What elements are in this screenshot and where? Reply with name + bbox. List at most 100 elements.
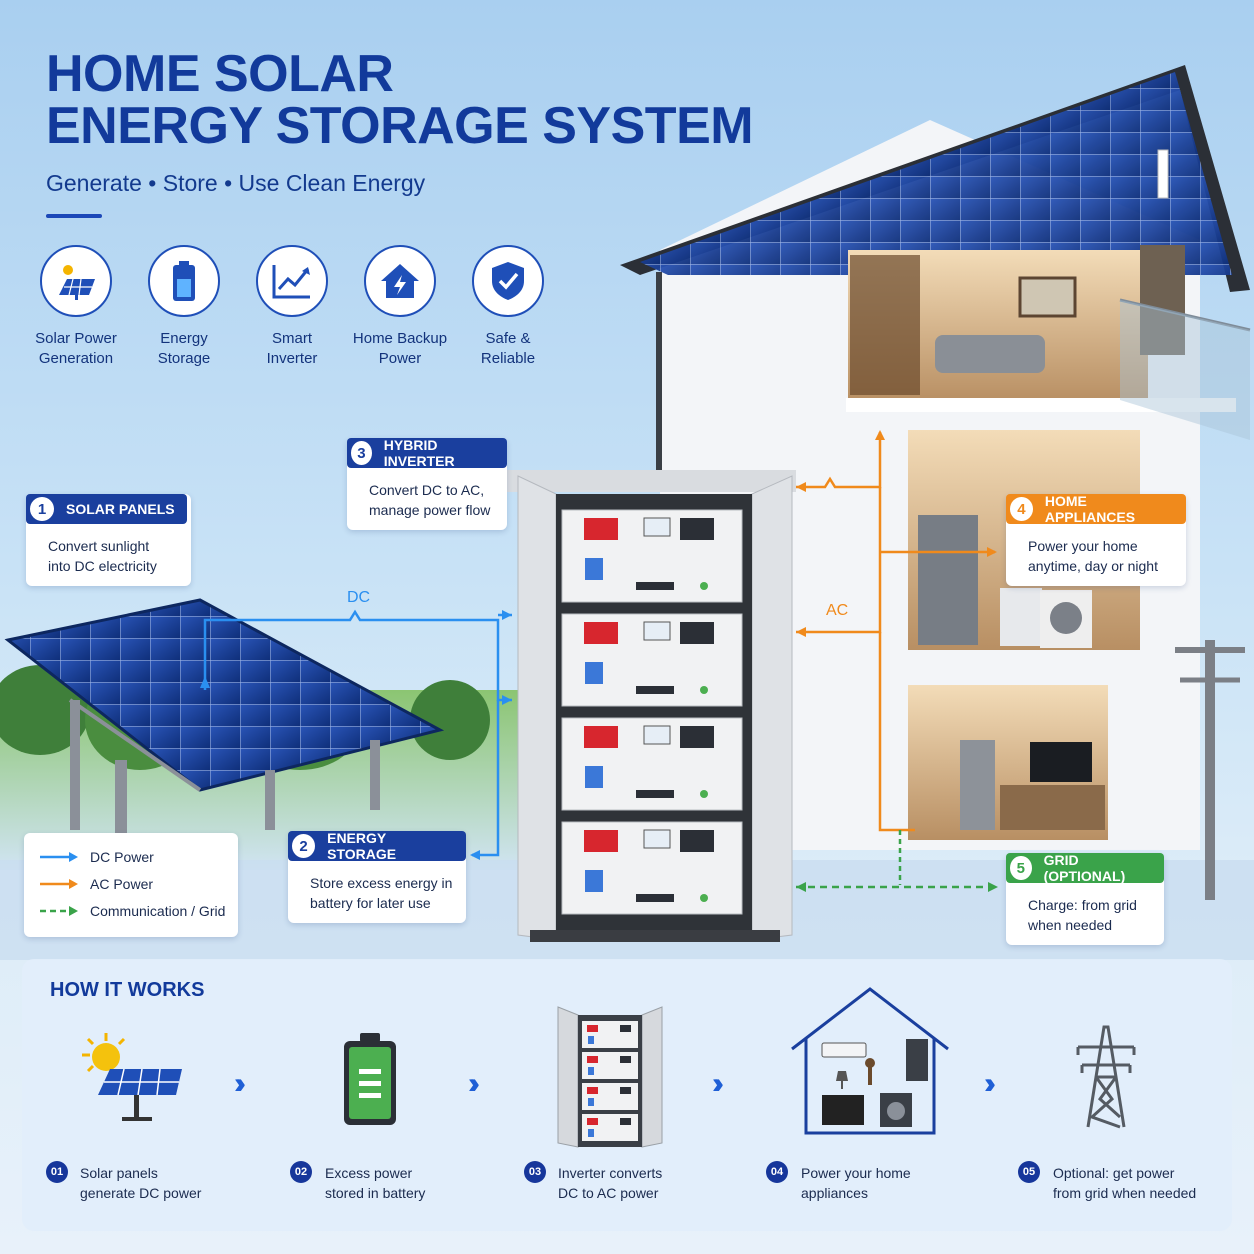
chevron-right-icon: ›› xyxy=(468,1067,480,1100)
chart-icon xyxy=(256,245,328,317)
ac-flow-label: AC xyxy=(826,602,849,619)
callout-body: Power your home anytime, day or night xyxy=(1028,536,1158,576)
callout-line1: Store excess energy in xyxy=(310,875,453,891)
battery-module xyxy=(561,821,743,915)
arrow-right-icon xyxy=(40,879,78,889)
callout-title: ENERGY STORAGE xyxy=(327,830,397,862)
callout-line2: into DC electricity xyxy=(48,558,157,574)
callout-header: 3 HYBRID INVERTER xyxy=(347,437,507,469)
callout-header: 1 SOLAR PANELS xyxy=(26,494,187,524)
step-number: 02 xyxy=(290,1161,312,1183)
feature-label-line1: Energy xyxy=(160,330,208,347)
mini-battery-module xyxy=(582,1021,638,1048)
callout-line2: when needed xyxy=(1028,917,1113,933)
callout-body: Store excess energy in battery for later… xyxy=(310,873,452,913)
callout-header: 4 HOME APPLIANCES xyxy=(1006,493,1186,525)
feature-label-line2: Inverter xyxy=(266,350,318,367)
house-bolt-icon xyxy=(364,245,436,317)
how-it-works-title: HOW IT WORKS xyxy=(50,979,205,1001)
mini-battery-module xyxy=(582,1083,638,1110)
solar-panel-icon xyxy=(40,245,112,317)
step-line2: from grid when needed xyxy=(1053,1185,1197,1201)
step-line1: Solar panels xyxy=(80,1165,158,1181)
step-line2: generate DC power xyxy=(80,1185,202,1201)
callout-header: 5 GRID (OPTIONAL) xyxy=(1006,852,1164,884)
callout-number: 1 xyxy=(30,497,54,521)
house xyxy=(620,65,1251,900)
battery-modules xyxy=(561,509,743,915)
callout-line1: Convert DC to AC, xyxy=(369,482,485,498)
step-number: 01 xyxy=(46,1161,68,1183)
flow-arrowheads xyxy=(200,430,998,892)
step-line1: Excess power xyxy=(325,1165,413,1181)
step-line2: appliances xyxy=(801,1185,868,1201)
feature-label-line1: Solar Power xyxy=(35,330,117,347)
callout-body: Convert sunlight into DC electricity xyxy=(48,536,157,576)
mini-battery-module xyxy=(582,1114,638,1141)
flow-lines xyxy=(203,432,995,889)
step-line1: Optional: get power xyxy=(1053,1165,1175,1181)
step-text: Inverter converts DC to AC power xyxy=(558,1163,662,1203)
callout-line2: anytime, day or night xyxy=(1028,558,1158,574)
step-line1: Inverter converts xyxy=(558,1165,663,1181)
legend-ac-label: AC Power xyxy=(90,876,154,892)
callout-body: Charge: from grid when needed xyxy=(1028,895,1137,935)
feature-label-line2: Generation xyxy=(38,350,114,367)
house-appliances-icon xyxy=(791,987,949,1135)
legend-dc: DC Power xyxy=(40,849,154,865)
title-line-1: HOME SOLAR xyxy=(46,45,394,103)
battery-icon xyxy=(148,245,220,317)
callout-line1: Convert sunlight xyxy=(48,538,150,554)
step-number: 03 xyxy=(524,1161,546,1183)
callout-number: 4 xyxy=(1010,497,1033,521)
step-number: 04 xyxy=(766,1161,788,1183)
chevron-right-icon: ›› xyxy=(234,1067,246,1100)
callout-line2: battery for later use xyxy=(310,895,431,911)
feature-label-line2: Power xyxy=(378,350,422,367)
step-text: Power your home appliances xyxy=(801,1163,911,1203)
callout-line1: Power your home xyxy=(1028,538,1138,554)
chevron-right-icon: ›› xyxy=(984,1067,996,1100)
feature-label-line2: Storage xyxy=(157,350,211,367)
callout-hybrid-inverter: 3 HYBRID INVERTER Convert DC to AC, mana… xyxy=(347,437,507,530)
legend-comm-label: Communication / Grid xyxy=(90,903,226,919)
callout-number: 2 xyxy=(292,834,316,858)
callout-title: SOLAR PANELS xyxy=(66,501,175,517)
callout-header: 2 ENERGY STORAGE xyxy=(288,830,466,862)
power-tower-icon xyxy=(1076,1025,1136,1129)
battery-module xyxy=(561,509,743,603)
shield-check-icon xyxy=(472,245,544,317)
dc-flow-label: DC xyxy=(347,589,371,606)
step-line2: stored in battery xyxy=(325,1185,426,1201)
feature-label-line1: Safe & xyxy=(485,330,531,347)
callout-number: 5 xyxy=(1010,856,1032,880)
step-line2: DC to AC power xyxy=(558,1185,659,1201)
step-text: Excess power stored in battery xyxy=(325,1163,425,1203)
legend-ac: AC Power xyxy=(40,876,153,892)
legend-comm: Communication / Grid xyxy=(40,903,225,919)
step-text: Optional: get power from grid when needed xyxy=(1053,1163,1196,1203)
callout-home-appliances: 4 HOME APPLIANCES Power your home anytim… xyxy=(1006,493,1186,586)
title-divider xyxy=(46,214,102,218)
callout-line2: manage power flow xyxy=(369,502,491,518)
callout-title: GRID (OPTIONAL) xyxy=(1043,852,1126,884)
battery-module xyxy=(561,613,743,707)
callout-title: HOME APPLIANCES xyxy=(1044,493,1136,525)
subtitle: Generate • Store • Use Clean Energy xyxy=(46,170,426,196)
step-text: Solar panels generate DC power xyxy=(80,1163,201,1203)
feature-label-line2: Reliable xyxy=(480,350,536,367)
callout-grid: 5 GRID (OPTIONAL) Charge: from grid when… xyxy=(1006,852,1164,945)
legend-dc-label: DC Power xyxy=(90,849,154,865)
battery-icon xyxy=(344,1033,396,1125)
callout-line1: Charge: from grid xyxy=(1028,897,1137,913)
mini-battery-module xyxy=(582,1052,638,1079)
callout-energy-storage: 2 ENERGY STORAGE Store excess energy in … xyxy=(288,830,466,923)
feature-safe-reliable: Safe & Reliable xyxy=(454,245,562,369)
callout-number: 3 xyxy=(351,441,372,465)
sun-solar-panel-icon xyxy=(82,1033,182,1121)
chevron-right-icon: ›› xyxy=(712,1067,724,1100)
callout-solar-panels: 1 SOLAR PANELS Convert sunlight into DC … xyxy=(26,494,191,586)
step-line1: Power your home xyxy=(801,1165,911,1181)
